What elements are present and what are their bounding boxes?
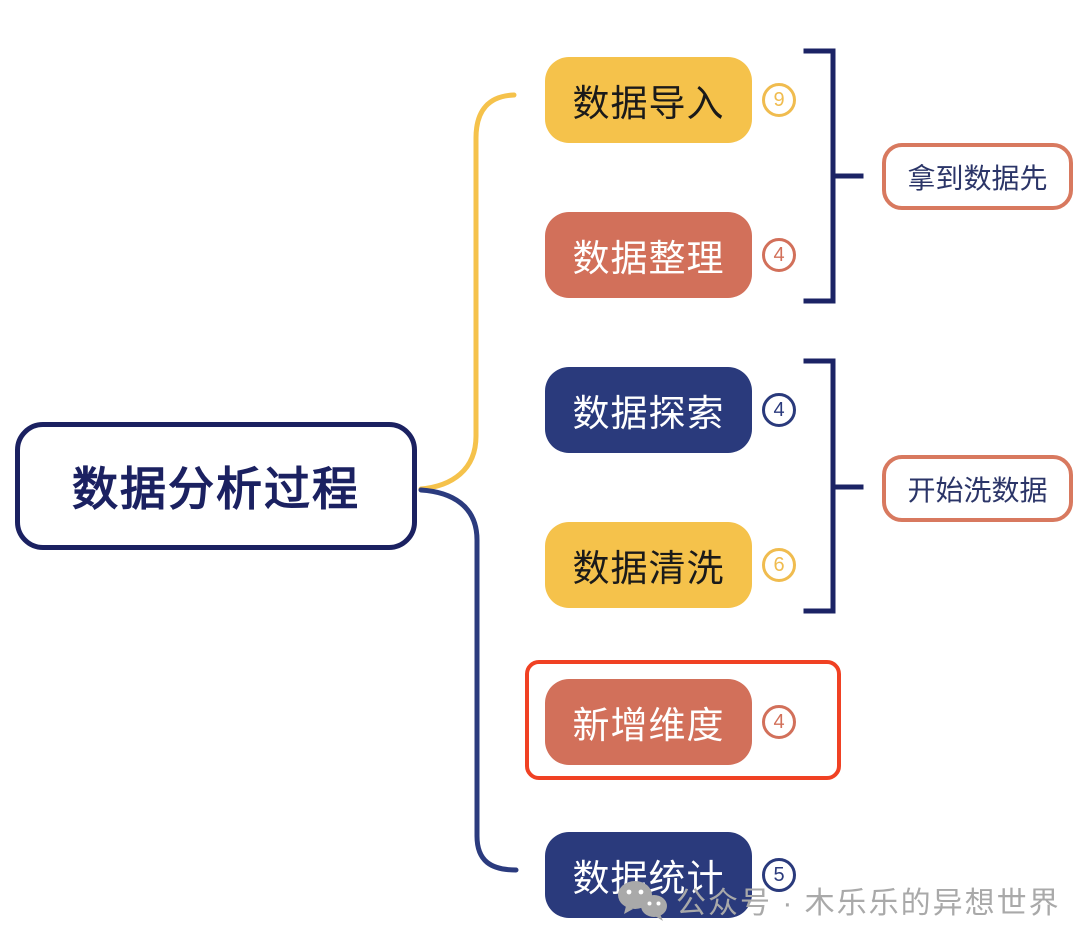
topic-label: 数据探索 <box>572 393 725 434</box>
branch-new-dimension: 新增维度 4 <box>545 679 796 765</box>
priority-badge-number: 4 <box>773 710 785 733</box>
priority-badge[interactable]: 4 <box>762 238 796 272</box>
topic-data-explore[interactable]: 数据探索 <box>545 367 752 453</box>
branch-data-import: 数据导入 9 <box>545 57 796 143</box>
central-topic-label: 数据分析过程 <box>72 463 360 515</box>
priority-badge[interactable]: 4 <box>762 393 796 427</box>
watermark: 公众号 · 木乐乐的异想世界 <box>616 878 1061 922</box>
topic-label: 新增维度 <box>572 705 725 746</box>
topic-label: 数据清洗 <box>572 548 725 589</box>
summary-bracket-bottom <box>803 358 864 614</box>
branch-data-explore: 数据探索 4 <box>545 367 796 453</box>
summary-callout-start-cleaning[interactable]: 开始洗数据 <box>882 455 1073 522</box>
summary-callout-label: 开始洗数据 <box>907 474 1048 506</box>
summary-callout-label: 拿到数据先 <box>907 162 1048 194</box>
topic-data-organize[interactable]: 数据整理 <box>545 212 752 298</box>
watermark-text: 公众号 · 木乐乐的异想世界 <box>676 887 1061 920</box>
topic-data-import[interactable]: 数据导入 <box>545 57 752 143</box>
topic-data-clean[interactable]: 数据清洗 <box>545 522 752 608</box>
priority-badge-number: 4 <box>773 243 785 266</box>
central-topic[interactable]: 数据分析过程 <box>15 422 417 550</box>
priority-badge-number: 4 <box>773 398 785 421</box>
selection-highlight-box <box>525 660 841 780</box>
priority-badge[interactable]: 6 <box>762 548 796 582</box>
priority-badge-number: 9 <box>773 88 785 111</box>
priority-badge[interactable]: 4 <box>762 705 796 739</box>
topic-new-dimension[interactable]: 新增维度 <box>545 679 752 765</box>
priority-badge[interactable]: 9 <box>762 83 796 117</box>
branch-data-clean: 数据清洗 6 <box>545 522 796 608</box>
connector-top-branch <box>418 92 517 492</box>
summary-callout-get-data-first[interactable]: 拿到数据先 <box>882 143 1073 210</box>
branch-data-statistics: 数据统计 5 <box>545 832 796 918</box>
priority-badge-number: 6 <box>773 553 785 576</box>
summary-bracket-top <box>803 48 864 304</box>
topic-label: 数据导入 <box>572 83 725 124</box>
priority-badge[interactable]: 5 <box>762 858 796 892</box>
wechat-icon <box>618 881 667 921</box>
topic-label: 数据整理 <box>572 238 725 279</box>
connector-bottom-branch <box>418 487 519 873</box>
priority-badge-number: 5 <box>773 863 785 886</box>
branch-data-organize: 数据整理 4 <box>545 212 796 298</box>
